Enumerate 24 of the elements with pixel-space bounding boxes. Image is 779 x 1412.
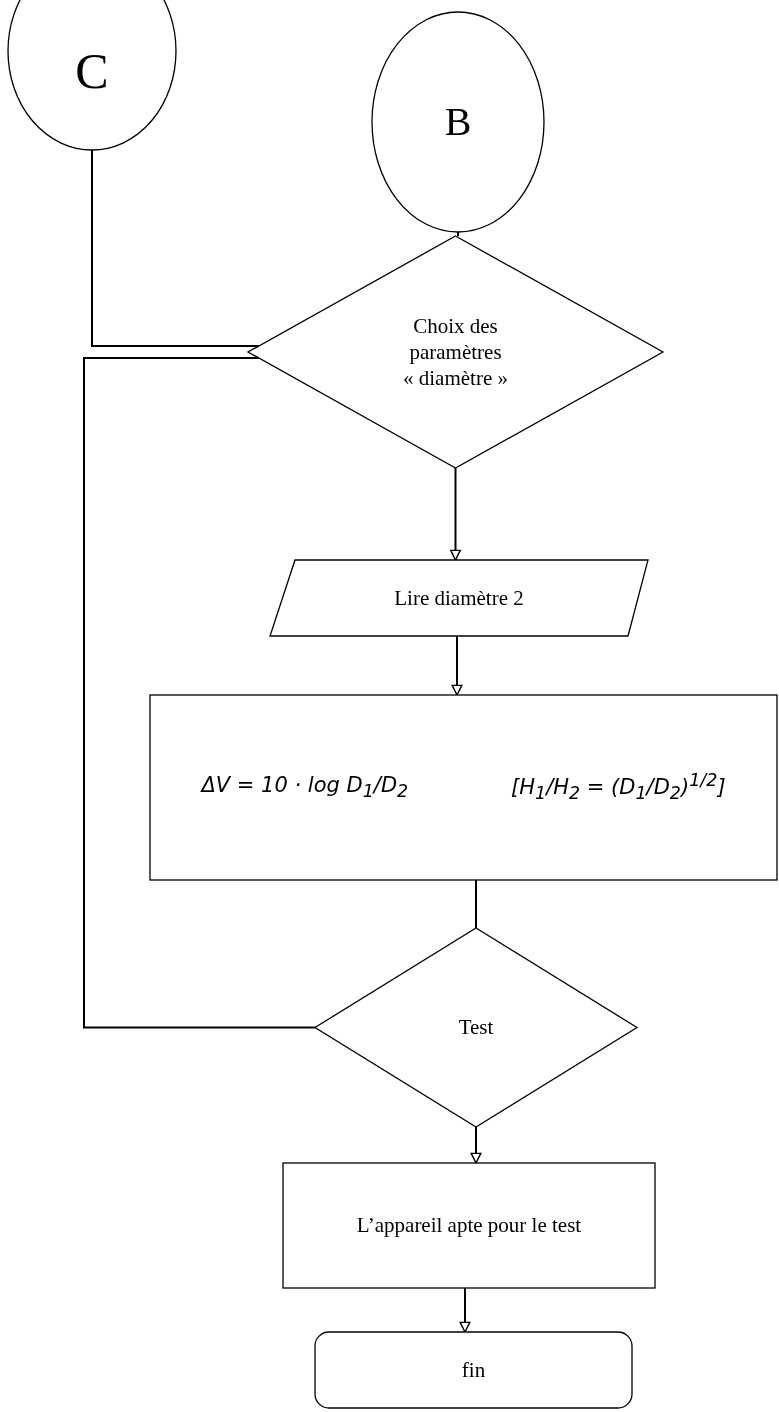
process-box	[283, 1163, 655, 1288]
connector-line	[475, 879, 477, 929]
node-label: Choix des paramètres « diamètre »	[403, 312, 508, 392]
connector-line	[457, 231, 459, 237]
connector-line	[470, 1126, 482, 1164]
terminal-box	[315, 1332, 632, 1408]
formula-text: ΔV = 10 · log D$_{1}$/D$_{2}$	[201, 771, 409, 804]
node-label: L’appareil apte pour le test	[356, 1212, 582, 1239]
input-parallelogram	[270, 560, 648, 636]
node-label: fin	[461, 1356, 486, 1384]
node-label: B	[444, 98, 472, 146]
decision-diamond	[315, 928, 637, 1127]
connector-line	[459, 1287, 471, 1333]
connector-circle	[372, 12, 544, 232]
node-label: Lire diamètre 2	[394, 584, 524, 612]
node-label: C	[75, 41, 109, 101]
connector-line	[451, 635, 463, 696]
connector-line	[91, 149, 260, 347]
connector-line	[83, 357, 316, 1029]
node-label: Test	[458, 1014, 494, 1041]
connector-line	[450, 467, 461, 561]
process-box	[150, 695, 777, 880]
formula-text: [H$_{1}$/H$_{2}$ = (D$_{1}$/D$_{2}$)$^{1/2}$]	[511, 769, 726, 806]
decision-diamond	[248, 236, 663, 468]
